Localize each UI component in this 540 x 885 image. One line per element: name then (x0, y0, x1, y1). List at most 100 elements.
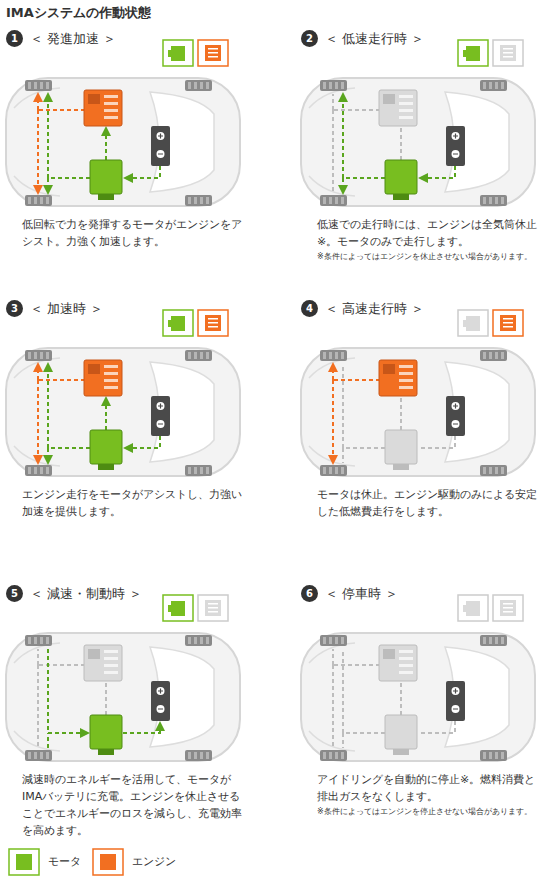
battery-sign (158, 689, 163, 710)
number-text: 3 (11, 303, 18, 314)
tread (483, 82, 486, 89)
engine-icon (205, 600, 221, 616)
battery (446, 681, 465, 721)
description-text: モータは休止。エンジン駆動のみによる安定した低燃費走行をします。 (317, 486, 539, 520)
car-body (6, 348, 240, 476)
wheel (25, 80, 52, 91)
motor-icon (171, 46, 185, 61)
callout-number: 4 (301, 300, 318, 317)
flow-line (342, 178, 344, 193)
car-line (14, 643, 60, 751)
engine-fin (104, 671, 118, 674)
tread (34, 467, 37, 474)
wheel (320, 195, 347, 206)
flow-line (400, 398, 402, 430)
flow-line (342, 448, 344, 463)
tread (501, 752, 504, 759)
flow-line (47, 364, 49, 448)
motor-icon-frame (458, 595, 488, 621)
flow-line (48, 177, 90, 179)
battery-sign (453, 404, 458, 425)
engine-icon-fin (208, 326, 218, 328)
car-illustration (0, 585, 245, 767)
wheel (25, 750, 52, 761)
description: アイドリングを自動的に停止※。燃料消費と排出ガスをなくします。※条件によってはエ… (317, 771, 539, 818)
motor-icon (463, 320, 466, 327)
battery (446, 126, 465, 166)
battery (151, 681, 170, 721)
tread (194, 637, 197, 644)
engine-part (383, 649, 395, 659)
wheel (480, 350, 507, 361)
description-text: アイドリングを自動的に停止※。燃料消費と排出ガスをなくします。 (317, 771, 539, 805)
flow-line (105, 398, 107, 430)
tread (188, 752, 191, 759)
battery-sign (453, 134, 458, 155)
panel-heading: ＜ 発進加速 ＞ (30, 30, 116, 48)
motor-icon-frame (163, 595, 193, 621)
tread (489, 637, 492, 644)
tread (28, 352, 31, 359)
tread (200, 352, 203, 359)
engine-part (383, 94, 395, 104)
tread (188, 467, 191, 474)
tread (188, 352, 191, 359)
tread (28, 752, 31, 759)
motor (385, 430, 417, 464)
engine-icon-fin (208, 48, 218, 50)
battery-sign (158, 134, 163, 155)
motor-icon-frame (163, 40, 193, 66)
flow-line (37, 110, 39, 193)
tread (329, 352, 332, 359)
engine-fin (399, 109, 413, 112)
legend-frame (9, 849, 39, 875)
wheel (480, 635, 507, 646)
tread (206, 467, 209, 474)
description: モータは休止。エンジン駆動のみによる安定した低燃費走行をします。 (317, 486, 539, 520)
tread (329, 637, 332, 644)
tread (483, 352, 486, 359)
description: 低回転で力を発揮するモータがエンジンをアシスト。力強く加速します。 (22, 216, 244, 250)
engine-fin (104, 102, 118, 105)
engine-icon-fin (503, 326, 513, 328)
tread (495, 752, 498, 759)
flow-line (332, 364, 334, 380)
motor-icon (466, 46, 480, 61)
engine-fin (104, 372, 118, 375)
title: IMAシステムの作動状態 (6, 4, 151, 22)
flow-line (37, 665, 39, 748)
engine-icon-fin (208, 52, 218, 54)
tread (329, 197, 332, 204)
flow-line (48, 732, 88, 734)
flow-line (333, 379, 380, 381)
tread (206, 82, 209, 89)
legend-swatch (8, 848, 40, 876)
car-line (309, 643, 355, 751)
footnote: ※条件によってはエンジンを休止させない場合があります。 (317, 251, 539, 263)
engine-fin (104, 657, 118, 660)
engine-icon-fin (208, 56, 218, 58)
battery-sign (453, 689, 458, 710)
engine-icon-fin (208, 607, 218, 609)
tread (335, 752, 338, 759)
wheel (25, 635, 52, 646)
engine-fin (104, 664, 118, 667)
tread (323, 197, 326, 204)
tread (335, 82, 338, 89)
wheel (320, 80, 347, 91)
tread (40, 82, 43, 89)
tread (188, 82, 191, 89)
tread (495, 352, 498, 359)
car-body (6, 633, 240, 761)
flow-line (332, 649, 334, 665)
engine-icon-fin (503, 607, 513, 609)
tread (341, 467, 344, 474)
callout-number: 6 (301, 585, 318, 602)
motor-icon-frame (163, 310, 193, 336)
wheel (185, 635, 212, 646)
wheel (25, 195, 52, 206)
tread (323, 637, 326, 644)
motor-icon (466, 316, 480, 331)
engine-fin (399, 664, 413, 667)
tread (28, 467, 31, 474)
